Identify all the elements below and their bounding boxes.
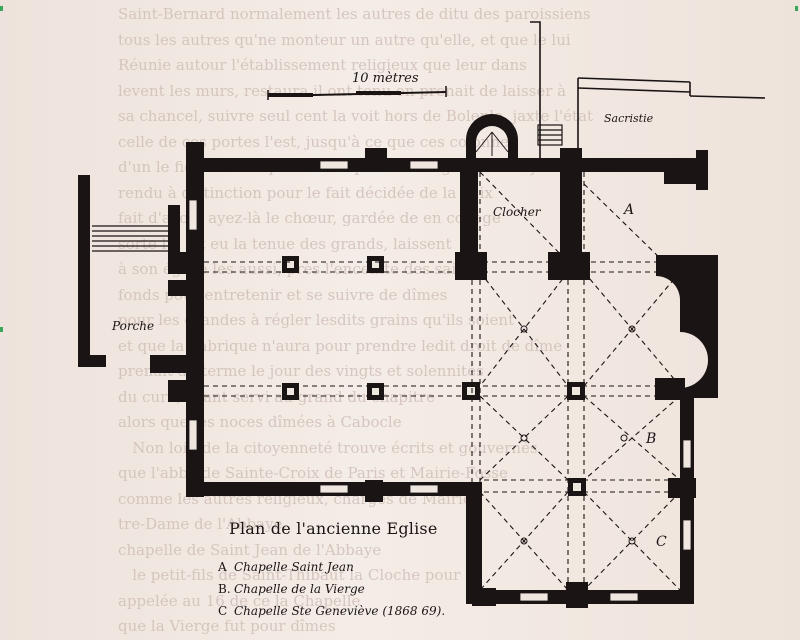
wall-openings [188, 160, 692, 602]
upper-lines [469, 21, 766, 170]
nave-columns [282, 256, 586, 496]
label-porche: Porche [111, 319, 154, 333]
spiral-staircase [466, 114, 518, 162]
legend-text: Chapelle Saint Jean [234, 560, 354, 574]
scale-label: 10 mètres [352, 71, 419, 86]
label-b: B [645, 431, 656, 447]
legend-item: A Chapelle Saint Jean [218, 556, 445, 578]
legend-key: A [218, 560, 227, 574]
legend-key: B. [218, 582, 231, 596]
page-mark [795, 6, 798, 11]
plan-caption: Plan de l'ancienne Eglise [229, 519, 438, 538]
label-clocher: Clocher [493, 205, 542, 219]
plan-legend: A Chapelle Saint Jean B.Chapelle de la Vi… [218, 556, 445, 622]
legend-text: Chapelle Ste Geneviève (1868 69). [234, 604, 446, 618]
porche [78, 175, 180, 367]
legend-key: C [218, 604, 228, 618]
label-sacristie: Sacristie [604, 112, 654, 125]
page-mark [0, 327, 3, 332]
legend-text: Chapelle de la Vierge [234, 582, 365, 596]
legend-item: B.Chapelle de la Vierge [218, 578, 445, 600]
page-mark [0, 6, 3, 11]
vault-keystones [520, 325, 636, 545]
vault-lines [204, 171, 681, 591]
label-a: A [622, 202, 634, 218]
scale-bar: 10 mètres [267, 71, 447, 100]
sacristie-steps [537, 124, 563, 146]
legend-item: C Chapelle Ste Geneviève (1868 69). [218, 600, 445, 622]
label-c: C [656, 534, 667, 550]
